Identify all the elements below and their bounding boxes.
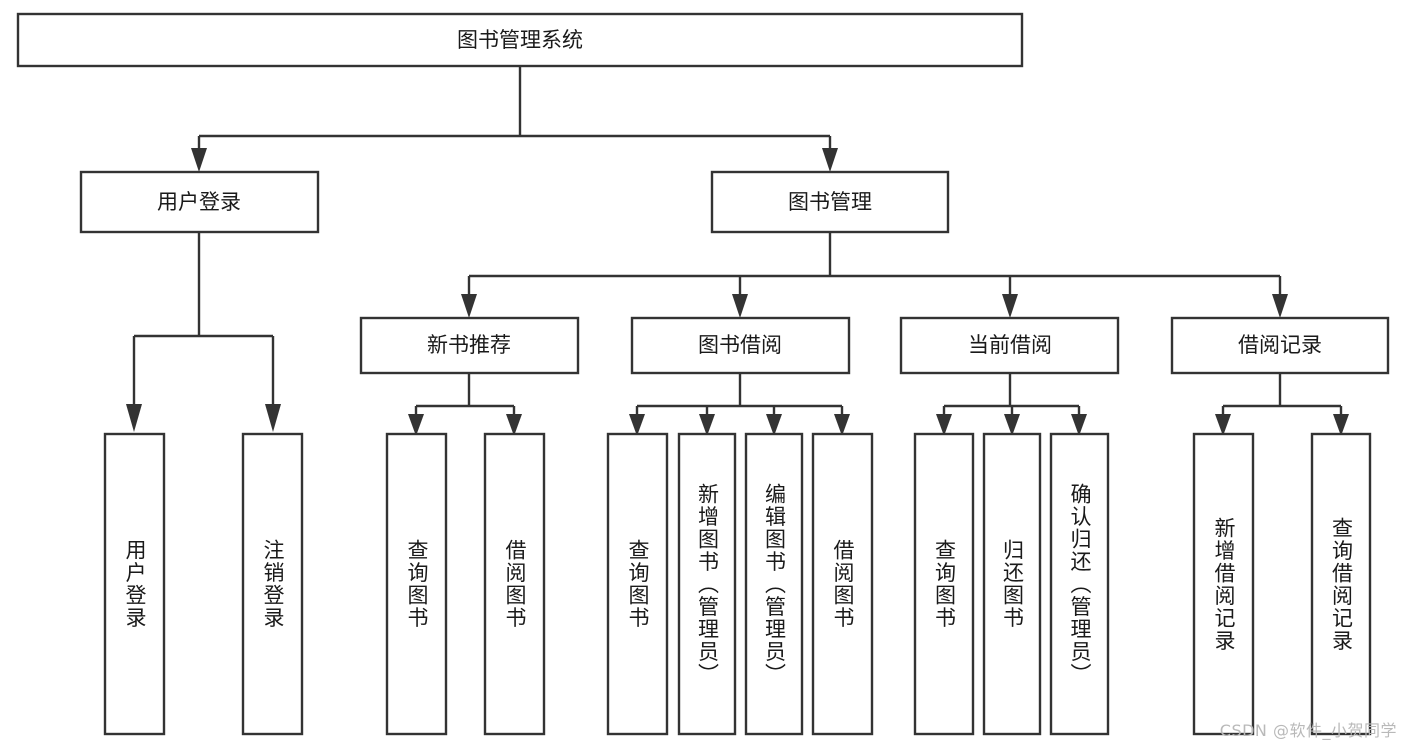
arrow-to-borrow-record [1272, 294, 1288, 318]
leaf-box-query-record[interactable] [1310, 432, 1372, 736]
edge-group-book-manage [461, 232, 1288, 318]
node-user-login[interactable]: 用户登录 [79, 170, 320, 234]
edge-group-borrow-record [1215, 373, 1349, 436]
leaf-box-query-book-2[interactable] [606, 432, 669, 736]
leaf-box-query-book-3[interactable] [913, 432, 975, 736]
node-book-manage[interactable]: 图书管理 [710, 170, 950, 234]
node-root-box[interactable] [16, 12, 1024, 68]
leaf-box-add-book[interactable] [677, 432, 737, 736]
arrow-to-book-manage [822, 148, 838, 172]
edge-group-new-book-recommend [408, 373, 522, 436]
node-book-borrow-label: 图书借阅 [698, 333, 782, 357]
edge-group-user-login [126, 232, 281, 432]
leaf-box-logout-login[interactable] [241, 432, 304, 736]
arrow-to-new-book-recommend [461, 294, 477, 318]
node-new-book-recommend[interactable]: 新书推荐 [359, 316, 580, 375]
edge-group-current-borrow [936, 373, 1087, 436]
leaf-boxes [103, 432, 1372, 736]
arrow-leaf-add-book [699, 414, 715, 436]
leaf-box-confirm-return[interactable] [1049, 432, 1110, 736]
node-user-login-label: 用户登录 [157, 190, 241, 214]
arrow-leaf-query-book-3 [936, 414, 952, 436]
edge-group-book-borrow [629, 373, 850, 436]
arrow-leaf-confirm-return [1071, 414, 1087, 436]
node-book-borrow[interactable]: 图书借阅 [630, 316, 851, 375]
leaf-box-return-book[interactable] [982, 432, 1042, 736]
arrow-leaf-borrow-book-2 [834, 414, 850, 436]
leaf-box-borrow-book-1[interactable] [483, 432, 546, 736]
arrow-leaf-logout-login [265, 404, 281, 432]
leaf-box-borrow-book-2[interactable] [811, 432, 874, 736]
csdn-watermark: CSDN @软件_小贺同学 [1219, 721, 1397, 740]
leaf-box-query-book-1[interactable] [385, 432, 448, 736]
node-root[interactable]: 图书管理系统 [16, 12, 1024, 68]
node-book-borrow-box[interactable] [630, 316, 851, 375]
node-current-borrow[interactable]: 当前借阅 [899, 316, 1120, 375]
leaf-box-user-login[interactable] [103, 432, 166, 736]
leaf-box-add-record[interactable] [1192, 432, 1255, 736]
arrow-to-user-login [191, 148, 207, 172]
node-current-borrow-box[interactable] [899, 316, 1120, 375]
arrow-leaf-query-book-1 [408, 414, 424, 436]
arrow-leaf-borrow-book-1 [506, 414, 522, 436]
node-user-login-box[interactable] [79, 170, 320, 234]
arrow-to-current-borrow [1002, 294, 1018, 318]
edge-group-root [191, 66, 838, 172]
node-new-book-recommend-label: 新书推荐 [427, 333, 511, 357]
arrow-leaf-edit-book [766, 414, 782, 436]
arrow-leaf-add-record [1215, 414, 1231, 436]
node-borrow-record-box[interactable] [1170, 316, 1390, 375]
node-current-borrow-label: 当前借阅 [968, 333, 1052, 357]
arrow-leaf-query-book-2 [629, 414, 645, 436]
arrow-leaf-return-book [1004, 414, 1020, 436]
node-borrow-record[interactable]: 借阅记录 [1170, 316, 1390, 375]
arrow-leaf-user-login [126, 404, 142, 432]
node-book-manage-label: 图书管理 [788, 190, 872, 214]
arrow-to-book-borrow [732, 294, 748, 318]
node-new-book-recommend-box[interactable] [359, 316, 580, 375]
node-root-label: 图书管理系统 [457, 28, 583, 52]
leaf-box-edit-book[interactable] [744, 432, 804, 736]
node-borrow-record-label: 借阅记录 [1238, 333, 1322, 357]
node-book-manage-box[interactable] [710, 170, 950, 234]
arrow-leaf-query-record [1333, 414, 1349, 436]
